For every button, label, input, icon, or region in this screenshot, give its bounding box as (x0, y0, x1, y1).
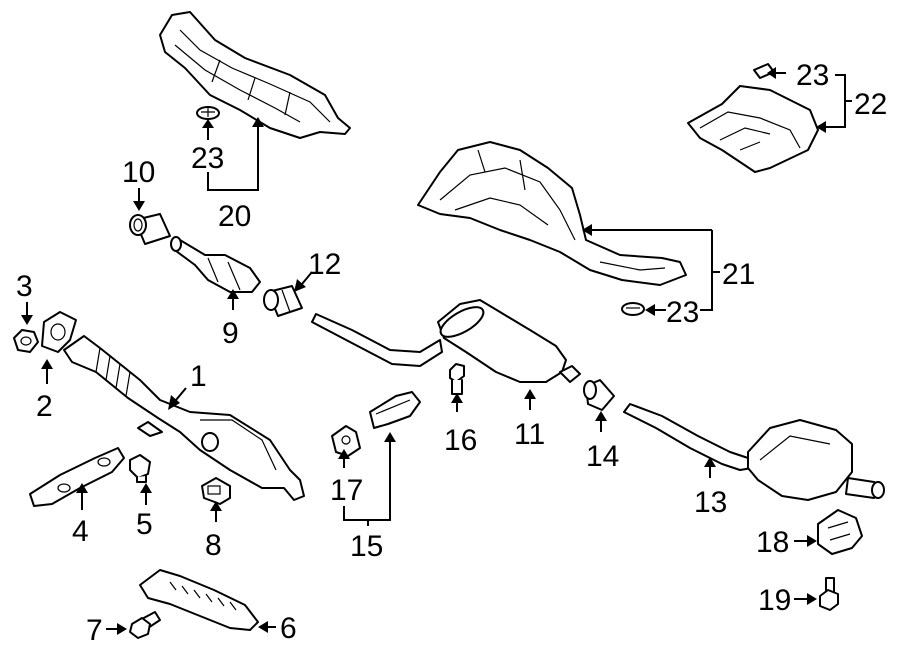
part-bolt-19 (819, 577, 839, 611)
callout-15-17-group: 17 15 (330, 432, 396, 563)
part-bracket-18 (817, 509, 863, 555)
part-clamp-12 (263, 285, 303, 317)
part-clip-23-middle (621, 302, 645, 316)
callout-8-group: 8 (205, 501, 222, 562)
part-clamp-10 (129, 213, 171, 245)
callout-5-group: 5 (136, 483, 153, 541)
part-gasket-2 (41, 311, 77, 353)
callout-10: 10 (122, 156, 155, 189)
callout-3-group: 3 (16, 270, 33, 325)
callout-6-group: 6 (258, 612, 297, 645)
part-heat-shield-small (687, 85, 819, 173)
part-clamp-14 (583, 379, 615, 411)
part-hanger-15 (369, 391, 421, 429)
callout-6: 6 (280, 612, 297, 645)
callout-19-group: 19 (758, 584, 817, 617)
callout-14-group: 14 (586, 411, 619, 473)
callout-12-group: 12 (294, 248, 341, 292)
callout-7: 7 (86, 614, 103, 647)
callout-2-group: 2 (36, 359, 53, 423)
callout-7-group: 7 (86, 614, 127, 647)
part-hanger-17 (331, 425, 361, 457)
part-clip-23-left (196, 106, 220, 120)
callout-23-top-right: 23 (796, 59, 829, 92)
callout-18-group: 18 (756, 526, 817, 559)
callout-14: 14 (586, 440, 619, 473)
callout-11-group: 11 (514, 389, 545, 451)
callout-18: 18 (756, 526, 789, 559)
callout-20: 20 (218, 200, 251, 233)
callout-3: 3 (16, 270, 33, 303)
callout-8: 8 (205, 529, 222, 562)
part-bracket-4 (29, 447, 125, 507)
callout-22: 22 (854, 88, 887, 121)
part-heat-shield-large (417, 141, 687, 286)
callout-9: 9 (222, 317, 239, 350)
part-bolt-16 (449, 363, 465, 395)
callout-15: 15 (350, 530, 383, 563)
part-bolt-5 (129, 454, 151, 483)
part-nut-3 (13, 329, 39, 353)
callout-21: 21 (722, 258, 755, 291)
callout-5: 5 (136, 508, 153, 541)
callout-19: 19 (758, 584, 791, 617)
callout-4-group: 4 (72, 483, 89, 548)
callout-23-middle: 23 (666, 296, 699, 329)
callout-20-group: 20 (207, 117, 264, 233)
callout-4: 4 (72, 515, 89, 548)
callout-16-group: 16 (444, 393, 477, 457)
callout-22-23-group: 23 22 (767, 59, 887, 133)
part-rear-muffler-13 (623, 403, 885, 501)
callout-10-group: 10 (122, 156, 155, 211)
part-converter-pipe-1 (63, 335, 305, 501)
callout-1-group: 1 (168, 360, 207, 410)
part-heat-shield-upper (159, 11, 351, 139)
callout-16: 16 (444, 424, 477, 457)
callout-9-group: 9 (222, 289, 239, 350)
callout-23-left: 23 (191, 142, 224, 175)
callout-11: 11 (514, 418, 545, 451)
part-heat-shield-lower (139, 569, 259, 631)
callout-13: 13 (694, 486, 727, 519)
callout-23-left-group: 23 (191, 119, 224, 175)
callout-12: 12 (308, 248, 341, 281)
part-clip-8 (201, 477, 231, 505)
callout-21-23-group: 21 23 (582, 224, 755, 329)
callout-1: 1 (190, 360, 207, 393)
part-pipe-9 (170, 236, 261, 293)
callout-17: 17 (330, 474, 363, 507)
part-bolt-7 (129, 611, 161, 639)
callout-13-group: 13 (694, 457, 727, 519)
part-intermediate-pipe-11 (311, 299, 581, 383)
callout-2: 2 (36, 390, 53, 423)
